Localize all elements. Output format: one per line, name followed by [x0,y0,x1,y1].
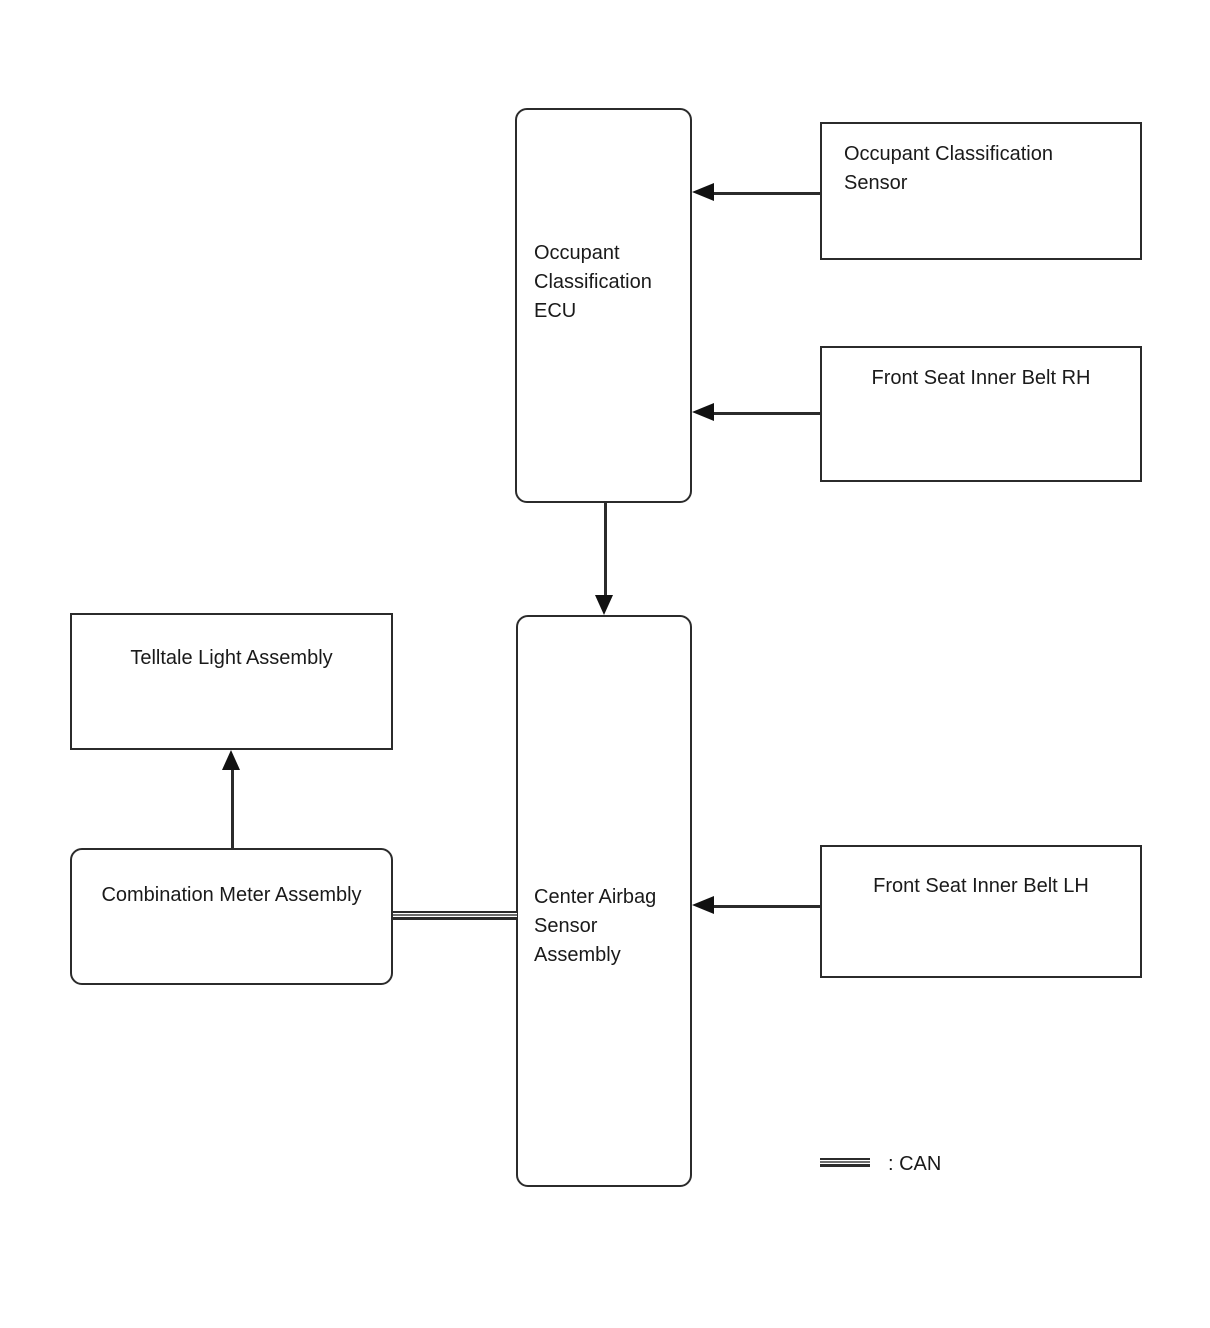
node-occupant-classification-sensor: Occupant Classification Sensor [820,122,1142,260]
arrow-left-icon [692,896,714,914]
node-telltale-light-assembly: Telltale Light Assembly [70,613,393,750]
connector-belt-lh-to-center-airbag [712,905,822,908]
can-bus-icon [820,1158,870,1167]
node-occupant-classification-ecu: Occupant Classification ECU [515,108,692,503]
node-label: Occupant Classification ECU [534,242,652,322]
arrow-down-icon [595,595,613,615]
node-label: Front Seat Inner Belt LH [873,875,1089,897]
connector-combination-meter-to-telltale [231,770,234,848]
connector-sensor-to-ecu [712,192,822,195]
node-label: Telltale Light Assembly [130,647,333,669]
connector-can-bus-meter-to-center-airbag [393,911,517,920]
node-front-seat-inner-belt-lh: Front Seat Inner Belt LH [820,845,1142,978]
node-combination-meter-assembly: Combination Meter Assembly [70,848,393,985]
node-front-seat-inner-belt-rh: Front Seat Inner Belt RH [820,346,1142,482]
arrow-left-icon [692,183,714,201]
node-label: Center Airbag Sensor Assembly [534,886,657,966]
arrow-left-icon [692,403,714,421]
legend-label: : CAN [888,1153,942,1175]
connector-belt-rh-to-ecu [712,412,822,415]
node-label: Occupant Classification Sensor [844,143,1053,194]
arrow-up-icon [222,750,240,770]
connector-ecu-to-center-airbag [604,503,607,596]
node-center-airbag-sensor-assembly: Center Airbag Sensor Assembly [516,615,692,1187]
node-label: Front Seat Inner Belt RH [871,367,1091,389]
node-label: Combination Meter Assembly [101,884,362,906]
